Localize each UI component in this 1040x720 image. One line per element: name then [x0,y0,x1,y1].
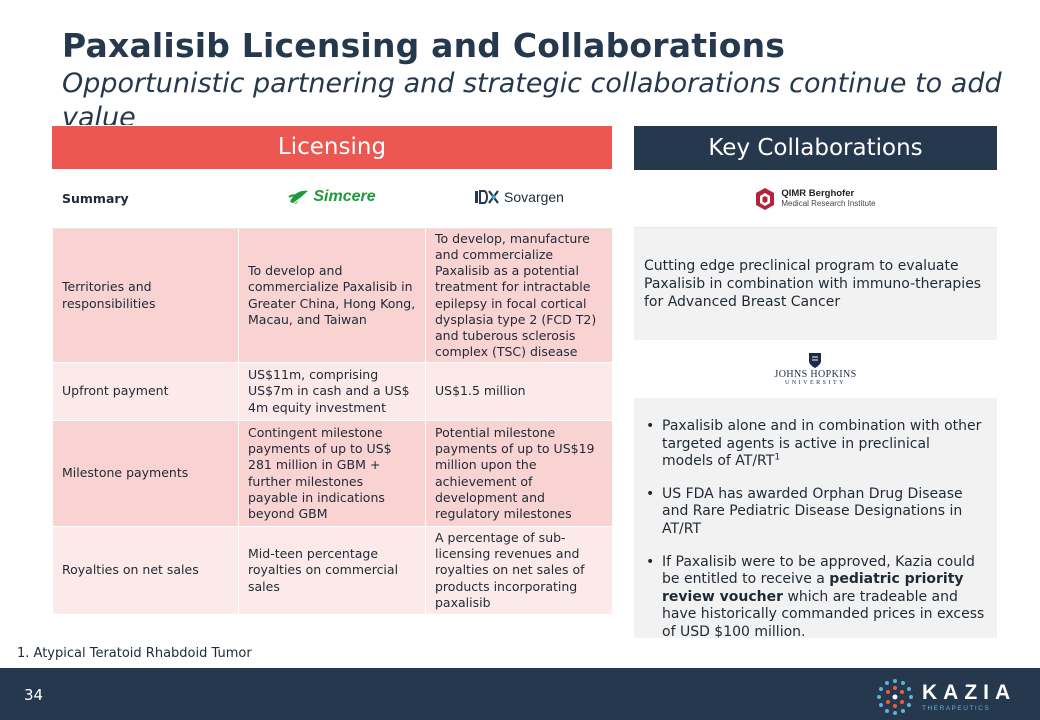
list-item: US FDA has awarded Orphan Drug Disease a… [644,486,985,539]
sovargen-name: Sovargen [504,188,564,205]
sovargen-cell: US$1.5 million [425,362,613,421]
qimr-logo: QIMR Berghofer Medical Research Institut… [634,170,997,228]
licensing-header: Licensing [52,126,612,169]
bullet-text: which are tradeable and have historicall… [662,588,985,640]
simcere-cell: Mid-teen percentage royalties on commerc… [238,526,426,615]
sovargen-cell: Potential milestone payments of up to US… [425,420,613,527]
list-item: If Paxalisib were to be approved, Kazia … [644,554,985,642]
jhu-subname: UNIVERSITY [784,380,846,386]
list-item: Paxalisib alone and in combination with … [644,418,985,471]
sovargen-logo: Sovargen [425,169,613,229]
table-row: Summary Simcere [52,169,613,229]
simcere-cell: US$11m, comprising US$7m in cash and a U… [238,362,426,421]
licensing-table: Summary Simcere [52,169,613,615]
table-row: Milestone payments Contingent milestone … [52,420,613,527]
collaborations-section: Key Collaborations QIMR Berghofer Medica… [634,126,997,640]
qimr-hexagon-icon [756,187,775,210]
table-row: Upfront payment US$11m, comprising US$7m… [52,362,613,421]
qimr-subname: Medical Research Institute [781,198,876,208]
collaborations-header: Key Collaborations [634,126,997,170]
row-label: Territories and responsibilities [52,228,239,363]
table-row: Territories and responsibilities To deve… [52,228,613,363]
johns-hopkins-shield-icon [809,353,822,368]
bullet-bold-text: pediatric priority review voucher [662,571,964,605]
kazia-dots-icon [877,679,913,715]
sovargen-mark-icon [475,189,499,204]
licensing-section: Licensing Summary Simcere [52,126,613,615]
simcere-name: Simcere [313,187,376,205]
brand-subname: THERAPEUTICS [922,704,991,712]
jhu-name: JOHNS HOPKINS [774,369,857,380]
qimr-name: QIMR Berghofer [781,187,855,199]
summary-label: Summary [52,169,239,229]
row-label: Royalties on net sales [52,526,239,615]
footer-bar: 34 KAZIA THERAPEUTICS [0,668,1040,720]
johns-hopkins-logo: JOHNS HOPKINS UNIVERSITY [634,340,997,398]
bullet-text: If Paxalisib were to be approved, Kazia … [662,553,975,588]
simcere-logo: Simcere [238,169,426,229]
row-label: Milestone payments [52,420,239,527]
page-subtitle: Opportunistic partnering and strategic c… [62,68,1002,125]
sovargen-cell: A percentage of sub-licensing revenues a… [425,526,613,615]
footnote-marker: 1 [774,452,781,463]
footnote: 1. Atypical Teratoid Rhabdoid Tumor [17,646,252,661]
simcere-leaf-icon [288,190,309,205]
page-number: 34 [24,686,44,704]
table-row: Royalties on net sales Mid-teen percenta… [52,526,613,615]
kazia-logo: KAZIA THERAPEUTICS [876,678,1016,716]
jhu-description: Paxalisib alone and in combination with … [634,398,997,640]
bullet-text: Paxalisib alone and in combination with … [662,418,982,470]
page-title: Paxalisib Licensing and Collaborations [62,26,786,65]
brand-name: KAZIA [922,680,1017,704]
qimr-description: Cutting edge preclinical program to eval… [634,228,997,340]
row-label: Upfront payment [52,362,239,421]
sovargen-cell: To develop, manufacture and commercializ… [425,228,613,363]
simcere-cell: Contingent milestone payments of up to U… [238,420,426,527]
simcere-cell: To develop and commercialize Paxalisib i… [238,228,426,363]
